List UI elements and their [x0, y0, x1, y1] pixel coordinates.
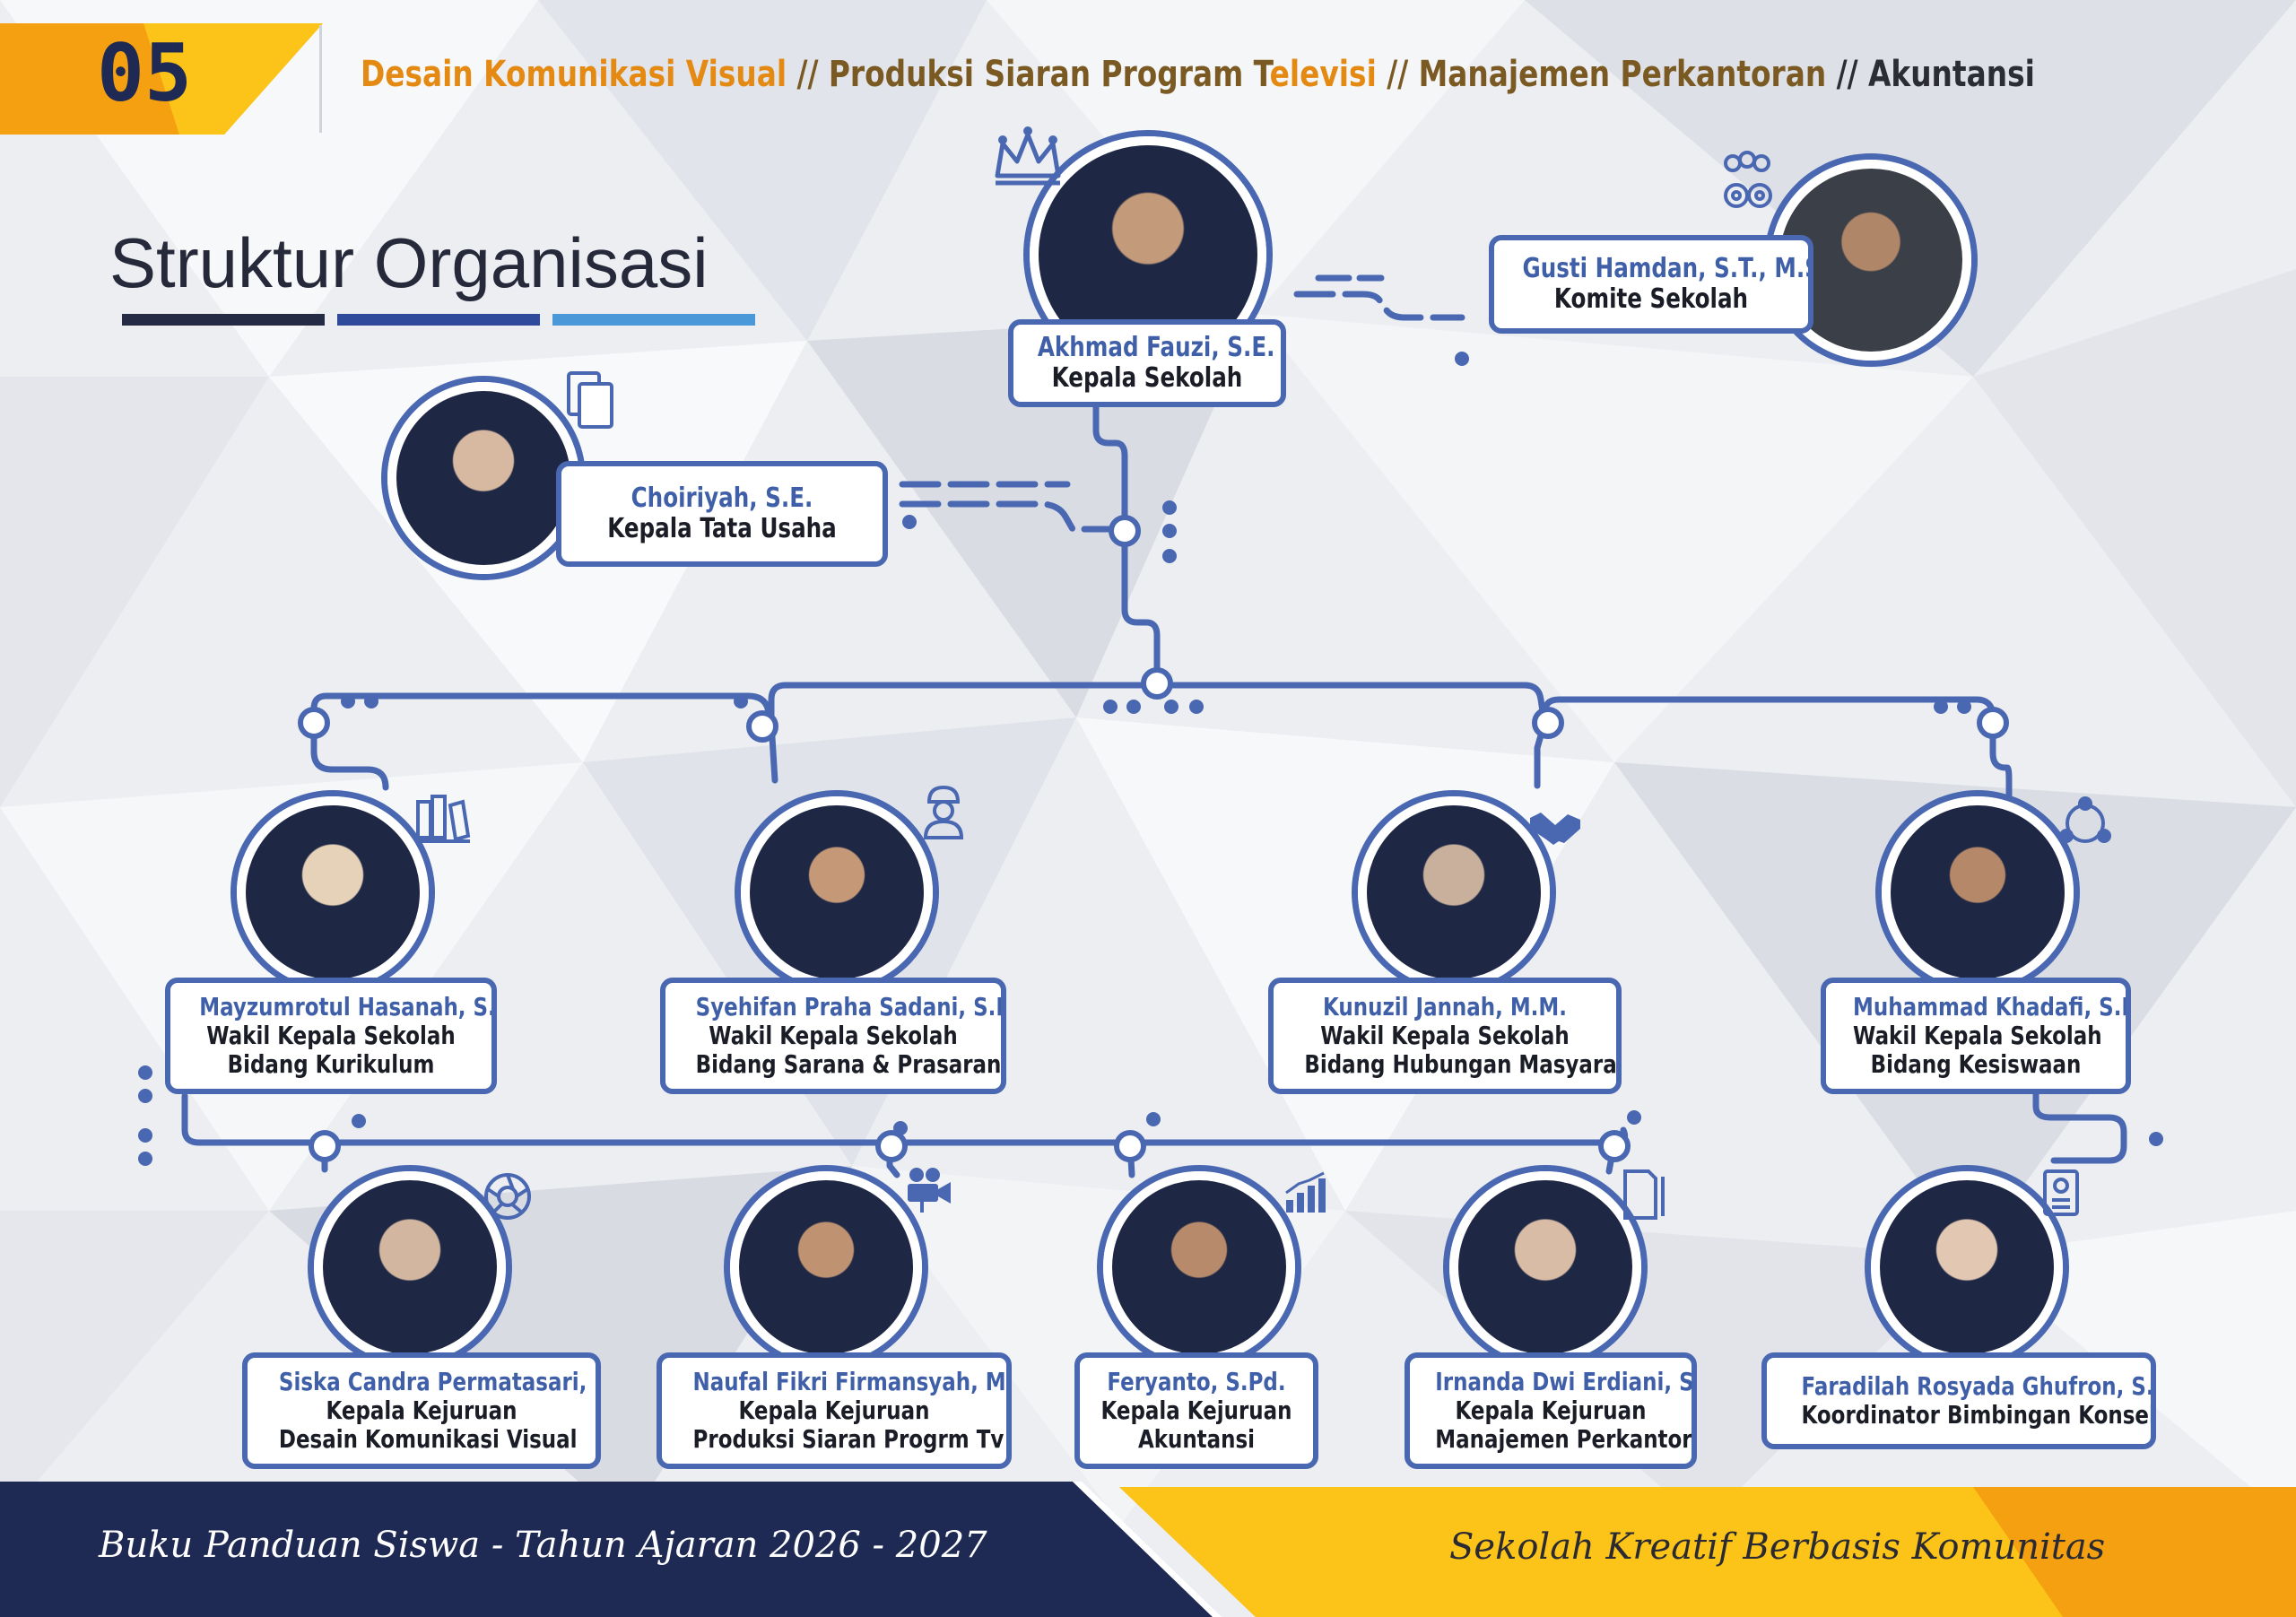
person-name: Irnanda Dwi Erdiani, S.Pd.	[1435, 1367, 1694, 1397]
dept2-photo	[730, 1171, 922, 1363]
person-role: Kepala Kejuruan	[326, 1395, 517, 1426]
person-department: Manajemen Perkantoran	[1435, 1423, 1697, 1454]
person-role: Kepala Kejuruan	[1455, 1395, 1647, 1426]
person-name: Feryanto, S.Pd.	[1107, 1367, 1286, 1397]
program-segment: Manajemen Perkantoran	[1418, 54, 1827, 95]
camera-aperture-icon	[484, 1173, 531, 1220]
person-name: Muhammad Khadafi, S.Pd.	[1853, 992, 2131, 1022]
person-department: Bidang Hubungan Masyarakat	[1304, 1048, 1622, 1079]
counsel-photo	[1871, 1171, 2063, 1363]
title-underline	[552, 314, 755, 326]
program-separator: //	[787, 54, 829, 95]
person-role: Komite Sekolah	[1553, 283, 1749, 315]
person-name: Faradilah Rosyada Ghufron, S.Sos	[1801, 1371, 2156, 1402]
program-segment: Desain Komunikasi Visual	[361, 54, 787, 95]
dept3-card: Feryanto, S.Pd. Kepala Kejuruan Akuntans…	[1074, 1352, 1318, 1469]
person-department: Bidang Kurikulum	[227, 1048, 435, 1079]
footer-tagline: Sekolah Kreatif Berbasis Komunitas	[1449, 1526, 2106, 1568]
person-role: Kepala Sekolah	[1051, 362, 1243, 394]
id-card-icon	[2043, 1169, 2079, 1216]
handshake-icon	[1530, 813, 1580, 845]
person-role: Wakil Kepala Sekolah	[1853, 1021, 2102, 1051]
program-separator: //	[1376, 54, 1419, 95]
person-role: Wakil Kepala Sekolah	[1320, 1021, 1570, 1051]
head-card: Akhmad Fauzi, S.E. Kepala Sekolah	[1008, 319, 1286, 407]
person-department: Akuntansi	[1137, 1423, 1256, 1454]
page-number: 05	[97, 27, 192, 119]
person-name: Naufal Fikri Firmansyah, M.Pd.	[692, 1367, 1012, 1397]
header-divider	[319, 25, 322, 133]
person-name: Gusti Hamdan, S.T., M.Sn.	[1522, 252, 1813, 284]
team-gear-icon	[1724, 151, 1772, 208]
page-number-badge	[0, 23, 323, 135]
person-name: Syehifan Praha Sadani, S.Pd.	[695, 992, 1006, 1022]
counsel-card: Faradilah Rosyada Ghufron, S.Sos Koordin…	[1761, 1352, 2156, 1449]
program-segment: Akuntansi	[1868, 54, 2035, 95]
dept4-photo	[1449, 1171, 1641, 1363]
admin-photo	[387, 382, 579, 574]
person-department: Bidang Kesiswaan	[1870, 1048, 2082, 1079]
cycle-people-icon	[2059, 796, 2111, 843]
books-icon	[416, 795, 471, 843]
person-name: Kunuzil Jannah, M.M.	[1323, 992, 1567, 1022]
vice3-photo	[1358, 796, 1550, 988]
program-list: Desain Komunikasi Visual // Produksi Sia…	[361, 54, 2035, 108]
program-segment: Produksi Siaran Program T	[828, 54, 1270, 95]
clipboard-icon	[1623, 1169, 1665, 1220]
person-name: Mayzumrotul Hasanah, S.Pd.	[199, 992, 496, 1022]
program-segment: elevisi	[1269, 54, 1377, 95]
vice1-photo	[237, 796, 429, 988]
person-department: Produksi Siaran Progrm Tv	[692, 1423, 1004, 1454]
admin-card: Choiriyah, S.E. Kepala Tata Usaha	[556, 461, 888, 567]
bar-chart-icon	[1285, 1171, 1326, 1213]
person-name: Akhmad Fauzi, S.E.	[1037, 331, 1275, 363]
committee-card: Gusti Hamdan, S.T., M.Sn. Komite Sekolah	[1489, 235, 1813, 334]
vice3-card: Kunuzil Jannah, M.M. Wakil Kepala Sekola…	[1268, 978, 1622, 1094]
dept2-card: Naufal Fikri Firmansyah, M.Pd. Kepala Ke…	[657, 1352, 1012, 1469]
page-title: Struktur Organisasi	[109, 223, 709, 302]
vice4-card: Muhammad Khadafi, S.Pd. Wakil Kepala Sek…	[1821, 978, 2131, 1094]
person-department: Desain Komunikasi Visual	[278, 1423, 578, 1454]
worker-icon	[923, 785, 964, 839]
person-name: Choiriyah, S.E.	[631, 482, 813, 514]
dept1-photo	[314, 1171, 506, 1363]
vice4-photo	[1882, 796, 2074, 988]
footer-handbook-title: Buku Panduan Siswa - Tahun Ajaran 2026 -…	[99, 1525, 987, 1566]
person-role: Wakil Kepala Sekolah	[206, 1021, 456, 1051]
person-department: Bidang Sarana & Prasarana	[695, 1048, 1006, 1079]
person-role: Wakil Kepala Sekolah	[709, 1021, 958, 1051]
documents-icon	[567, 371, 613, 429]
person-name: Siska Candra Permatasari, S.Pd.	[278, 1367, 596, 1397]
program-separator: //	[1826, 54, 1868, 95]
crown-icon	[995, 126, 1061, 186]
title-underline	[122, 314, 325, 326]
video-camera-icon	[908, 1168, 951, 1213]
vice1-card: Mayzumrotul Hasanah, S.Pd. Wakil Kepala …	[165, 978, 497, 1094]
footer-band	[0, 1482, 2296, 1617]
person-role: Kepala Kejuruan	[738, 1395, 930, 1426]
person-role: Koordinator Bimbingan Konseling	[1801, 1400, 2156, 1430]
dept3-photo	[1103, 1171, 1295, 1363]
vice2-card: Syehifan Praha Sadani, S.Pd. Wakil Kepal…	[660, 978, 1006, 1094]
vice2-photo	[741, 796, 933, 988]
dept4-card: Irnanda Dwi Erdiani, S.Pd. Kepala Kejuru…	[1405, 1352, 1697, 1469]
title-underline	[337, 314, 540, 326]
person-role: Kepala Tata Usaha	[607, 513, 837, 544]
person-role: Kepala Kejuruan	[1100, 1395, 1292, 1426]
dept1-card: Siska Candra Permatasari, S.Pd. Kepala K…	[242, 1352, 601, 1469]
